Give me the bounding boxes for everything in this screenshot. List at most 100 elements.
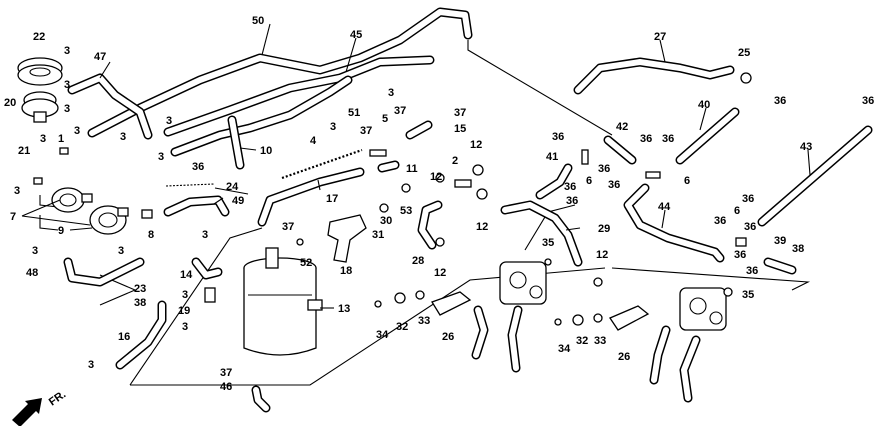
callout-36: 36 — [640, 133, 652, 145]
callout-41: 41 — [546, 151, 558, 163]
callout-22: 22 — [33, 31, 45, 43]
callout-2: 2 — [452, 155, 458, 167]
callout-36: 36 — [192, 161, 204, 173]
hose-16 — [115, 300, 167, 370]
hose-17 — [257, 167, 365, 227]
throttle-body-right — [679, 287, 727, 331]
hose-43 — [757, 125, 873, 227]
callout-39: 39 — [774, 235, 786, 247]
callout-4: 4 — [310, 135, 317, 147]
callout-15: 15 — [454, 123, 466, 135]
callout-10: 10 — [260, 145, 272, 157]
hose-47 — [67, 73, 153, 140]
callout-33: 33 — [418, 315, 430, 327]
callout-43: 43 — [800, 141, 812, 153]
callout-45: 45 — [350, 29, 362, 41]
hose-50 — [87, 7, 473, 138]
callout-50: 50 — [252, 15, 264, 27]
callout-3: 3 — [40, 133, 46, 145]
callout-21: 21 — [18, 145, 30, 157]
callout-32: 32 — [576, 335, 588, 347]
callout-36: 36 — [564, 181, 576, 193]
callout-3: 3 — [64, 79, 70, 91]
callout-3: 3 — [182, 321, 188, 333]
callout-20: 20 — [4, 97, 16, 109]
callout-31: 31 — [372, 229, 384, 241]
callout-37: 37 — [394, 105, 406, 117]
callout-34: 34 — [376, 329, 389, 341]
callout-3: 3 — [330, 121, 336, 133]
callout-36: 36 — [742, 193, 754, 205]
callout-3: 3 — [32, 245, 38, 257]
callout-12: 12 — [430, 171, 442, 183]
callout-37: 37 — [220, 367, 232, 379]
leader-lines — [21, 23, 811, 309]
callout-3: 3 — [158, 151, 164, 163]
callout-32: 32 — [396, 321, 408, 333]
callout-3: 3 — [88, 359, 94, 371]
callout-8: 8 — [148, 229, 154, 241]
callout-3: 3 — [64, 45, 70, 57]
callout-5: 5 — [382, 113, 388, 125]
callout-51: 51 — [348, 107, 360, 119]
callout-3: 3 — [74, 125, 80, 137]
callout-11: 11 — [406, 163, 418, 175]
bracket-18 — [327, 214, 367, 263]
hose-29 — [500, 200, 583, 267]
fuel-cap-22 — [17, 57, 63, 86]
hose-28 — [417, 200, 443, 250]
hose-27 — [573, 57, 735, 95]
callout-12: 12 — [596, 249, 608, 261]
callout-3: 3 — [166, 115, 172, 127]
bracket-26-left — [431, 291, 472, 316]
callout-38: 38 — [134, 297, 146, 309]
callout-52: 52 — [300, 257, 312, 269]
hose-41 — [535, 163, 573, 200]
callout-36: 36 — [598, 163, 610, 175]
callout-3: 3 — [118, 245, 124, 257]
callout-1: 1 — [58, 133, 64, 145]
callout-36: 36 — [714, 215, 726, 227]
callout-38: 38 — [792, 243, 804, 255]
callout-19: 19 — [178, 305, 190, 317]
small-fittings — [33, 72, 752, 326]
callout-24: 24 — [226, 181, 239, 193]
callout-30: 30 — [380, 215, 392, 227]
callout-12: 12 — [476, 221, 488, 233]
callout-35: 35 — [542, 237, 554, 249]
canister-13 — [243, 247, 323, 356]
callout-37: 37 — [282, 221, 294, 233]
hose-42 — [603, 135, 637, 165]
callout-36: 36 — [662, 133, 674, 145]
hose-10 — [170, 75, 353, 170]
callout-25: 25 — [738, 47, 750, 59]
hose-14 — [191, 257, 223, 280]
callout-12: 12 — [470, 139, 482, 151]
callout-28: 28 — [412, 255, 424, 267]
hose-39 — [763, 257, 797, 275]
hose-44 — [623, 183, 725, 263]
callout-labels: 22 3 47 20 3 3 3 1 3 21 3 7 9 3 48 50 45… — [4, 15, 874, 393]
callout-40: 40 — [698, 99, 710, 111]
callout-48: 48 — [26, 267, 38, 279]
callout-36: 36 — [746, 265, 758, 277]
callout-49: 49 — [232, 195, 244, 207]
callout-36: 36 — [734, 249, 746, 261]
callout-42: 42 — [616, 121, 628, 133]
callout-34: 34 — [558, 343, 571, 355]
callout-35: 35 — [742, 289, 754, 301]
callout-3: 3 — [64, 103, 70, 115]
callout-6: 6 — [684, 175, 690, 187]
hose-15-11 — [377, 120, 433, 173]
callout-3: 3 — [202, 229, 208, 241]
callout-18: 18 — [340, 265, 352, 277]
drain-hoses-right — [649, 325, 701, 403]
callout-12: 12 — [434, 267, 446, 279]
callout-29: 29 — [598, 223, 610, 235]
callout-36: 36 — [552, 131, 564, 143]
front-direction-label: FR. — [47, 388, 68, 408]
callout-9: 9 — [58, 225, 64, 237]
callout-13: 13 — [338, 303, 350, 315]
callout-26: 26 — [618, 351, 630, 363]
